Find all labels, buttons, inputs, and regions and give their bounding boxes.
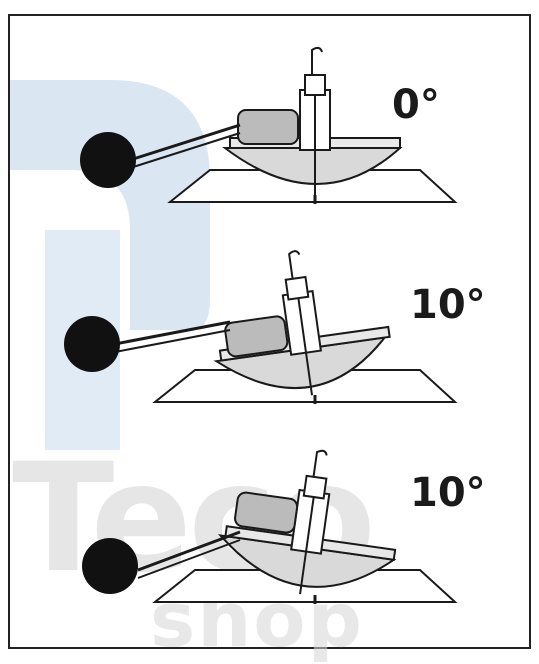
- panel-0-illustration: [80, 46, 458, 204]
- counterweight-ball: [80, 132, 136, 188]
- angle-label-10-b: 10°: [410, 470, 486, 516]
- panel-10-degrees-a: 10°: [0, 220, 539, 435]
- balancer-assembly: [64, 250, 458, 404]
- balancer-assembly: [80, 46, 458, 204]
- angle-label-10-a: 10°: [410, 282, 486, 328]
- angle-label-0: 0°: [392, 82, 440, 128]
- panel-10b-illustration: [82, 449, 458, 604]
- balancer-assembly: [82, 449, 458, 604]
- panel-0-degrees: 0°: [0, 20, 539, 235]
- panel-10a-illustration: [64, 250, 458, 404]
- counterweight-ball: [82, 538, 138, 594]
- panel-10-degrees-b: 10°: [0, 420, 539, 635]
- counterweight-ball: [64, 316, 120, 372]
